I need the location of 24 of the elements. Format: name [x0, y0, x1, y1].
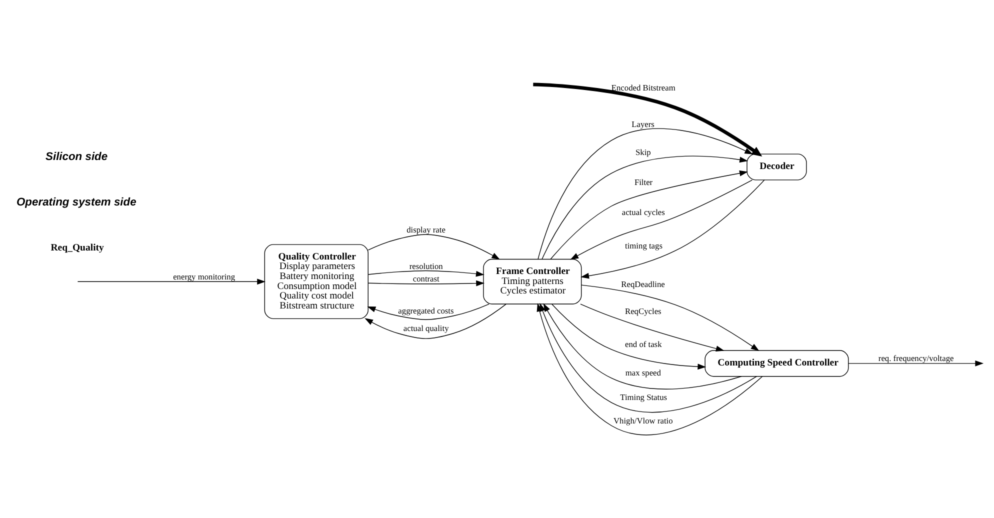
node-box: Decoder	[746, 153, 807, 180]
label: Operating system side	[16, 196, 136, 208]
arrow	[364, 303, 506, 338]
label: Silicon side	[46, 150, 108, 162]
arrow	[848, 360, 984, 366]
arrow	[538, 128, 754, 259]
arrow	[367, 303, 490, 320]
arrow	[368, 234, 500, 260]
arrow	[368, 280, 485, 286]
arrow	[368, 270, 484, 276]
arrow	[550, 170, 748, 259]
arrow	[552, 303, 706, 370]
arrow	[543, 302, 742, 389]
node-box: Computing Speed Controller	[704, 350, 849, 376]
arrow	[581, 284, 760, 351]
arrow	[542, 155, 748, 260]
node-box: Frame Controller Timing patterns Cycles estimator	[483, 258, 582, 304]
arrow	[533, 82, 762, 156]
arrow	[570, 179, 752, 260]
arrow	[77, 278, 266, 284]
label: Req_Quality	[50, 242, 104, 254]
arrow	[580, 179, 765, 278]
node-box: Quality Controller Display parameters Battery monitoring Consumption model Quality cost model Bitstream structure	[264, 244, 368, 319]
arrow	[580, 303, 724, 351]
